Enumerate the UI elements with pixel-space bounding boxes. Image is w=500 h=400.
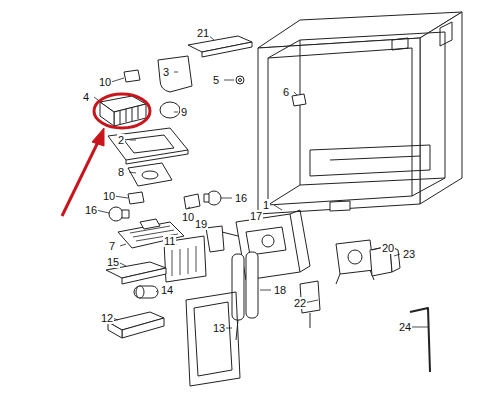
callout-number: 6	[282, 86, 290, 98]
callout-number: 24	[398, 321, 412, 333]
callout-number: 20	[381, 242, 395, 254]
callout-number: 19	[194, 218, 208, 230]
callout-number: 17	[249, 210, 263, 222]
callout-number: 2	[117, 134, 125, 146]
leader-lines	[94, 34, 428, 328]
callout-number: 12	[100, 312, 114, 324]
callout-number: 21	[196, 27, 210, 39]
callout-number: 10	[98, 76, 112, 88]
callout-number: 8	[117, 166, 125, 178]
callout-number: 3	[162, 66, 170, 78]
callout-number: 9	[180, 106, 188, 118]
callout-number: 5	[212, 74, 220, 86]
callout-number: 16	[84, 204, 98, 216]
highlight-circle	[94, 94, 150, 128]
callout-number: 4	[82, 91, 90, 103]
callout-number: 16	[234, 192, 248, 204]
callout-number: 10	[102, 190, 116, 202]
callout-number: 15	[106, 256, 120, 268]
callout-number: 11	[163, 235, 176, 247]
callout-number: 18	[273, 284, 287, 296]
callout-number: 13	[212, 322, 226, 334]
callout-number: 7	[108, 240, 116, 252]
callout-number: 22	[293, 297, 307, 309]
housing	[258, 12, 462, 214]
callout-number: 23	[402, 248, 416, 260]
callout-number: 14	[160, 284, 174, 296]
red-arrow	[62, 128, 104, 216]
